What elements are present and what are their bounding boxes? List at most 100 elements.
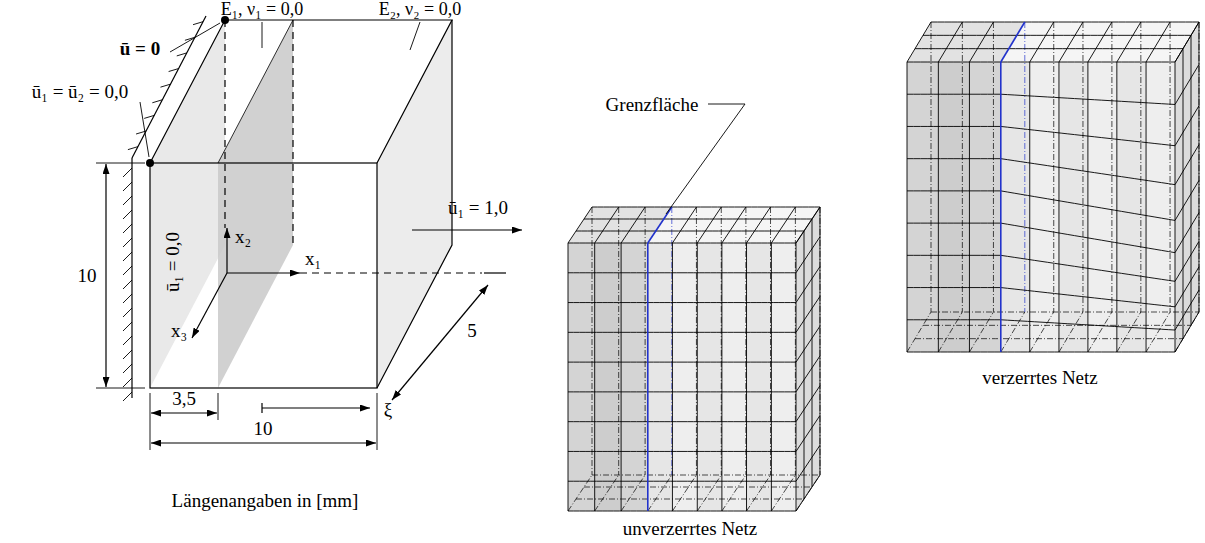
drawing-part — [123, 280, 132, 289]
mesh-line — [969, 62, 970, 352]
hidden-edge — [584, 487, 812, 488]
mesh-line — [1175, 62, 1176, 352]
drawing-part — [377, 393, 378, 450]
drawing-part — [96, 163, 145, 164]
mesh-cell — [938, 288, 969, 320]
hidden-edge — [568, 475, 592, 511]
mesh-cell — [568, 332, 595, 362]
mesh-cell — [771, 273, 796, 303]
mesh-line — [648, 207, 672, 243]
mesh-cell — [1030, 291, 1059, 323]
mesh-cell — [621, 422, 648, 452]
mesh-cell — [568, 362, 595, 392]
drawing-part — [123, 266, 132, 275]
mesh-cell — [595, 332, 621, 362]
subfigure-caption: verzerrtes Netz — [982, 368, 1098, 387]
mesh-cell — [1030, 321, 1059, 352]
mesh-cell — [1001, 94, 1030, 129]
mesh-line — [576, 231, 804, 232]
mesh-line — [907, 22, 931, 62]
mesh-cell — [1030, 228, 1059, 264]
mesh-cell — [672, 481, 697, 511]
boundary-condition: ū = 0 — [120, 39, 160, 58]
mesh-cell — [1088, 206, 1117, 243]
mesh-line — [969, 22, 993, 62]
hidden-edge — [1030, 312, 1054, 352]
distorted-mesh — [907, 22, 1199, 352]
mesh-cell — [672, 243, 697, 273]
mesh-line — [771, 207, 795, 243]
mesh-cell — [1117, 273, 1146, 304]
drawing-part — [131, 158, 132, 398]
drawing-part — [123, 196, 132, 205]
material-label: E₁, ν₁ = 0,0 — [221, 0, 303, 18]
hidden-edge — [820, 207, 821, 475]
mesh-cell — [907, 255, 938, 287]
mesh-cell — [1146, 328, 1175, 352]
mesh-cell — [1117, 327, 1146, 352]
drawing-part — [292, 20, 293, 245]
drawing-part — [412, 229, 522, 230]
mesh-cell — [907, 288, 938, 320]
mesh-cell — [747, 362, 772, 392]
mesh-cell — [672, 392, 697, 422]
drawing-part — [123, 392, 132, 401]
mesh-line — [1175, 312, 1199, 352]
mesh-cell — [1030, 196, 1059, 233]
mesh-line — [621, 207, 645, 243]
hidden-edge — [1175, 312, 1199, 352]
mesh-line — [907, 352, 1175, 353]
mesh-line — [568, 243, 796, 244]
mesh-line — [907, 62, 908, 352]
mesh-line — [697, 207, 721, 243]
drawing-part — [262, 407, 370, 408]
mesh-cell — [969, 159, 1000, 191]
mesh-line — [796, 386, 820, 422]
hidden-edge — [1170, 22, 1171, 312]
mesh-line — [1175, 180, 1199, 220]
axis-label: x₂ — [235, 227, 251, 246]
hidden-edge — [938, 312, 962, 352]
mesh-line — [1175, 241, 1199, 281]
drawing-part — [150, 20, 225, 388]
mesh-cell — [907, 223, 938, 255]
drawing-part — [123, 224, 132, 233]
mesh-cell — [1030, 130, 1059, 168]
undistorted-mesh — [568, 207, 820, 511]
hidden-edge — [923, 325, 1191, 326]
drawing-part — [170, 23, 220, 52]
drawing-part — [227, 272, 300, 273]
mesh-line — [804, 231, 805, 499]
mesh-cell — [771, 392, 796, 422]
mesh-cell — [1088, 238, 1117, 273]
hidden-edge — [931, 22, 932, 312]
hidden-edge — [1024, 22, 1025, 312]
mesh-cell — [771, 243, 796, 273]
mesh-cell — [595, 243, 621, 273]
mesh-line — [568, 243, 569, 511]
mesh-line — [796, 207, 820, 243]
drawing-part — [226, 228, 227, 273]
mesh-cell — [969, 94, 1000, 126]
mesh-line — [907, 320, 1175, 330]
mesh-line — [1088, 22, 1112, 62]
mesh-line — [1175, 290, 1199, 330]
drawing-part — [150, 393, 151, 450]
hidden-edge — [592, 207, 593, 475]
mesh-cell — [722, 422, 747, 452]
mesh-line — [746, 243, 747, 511]
mesh-line — [1183, 49, 1184, 339]
drawing-part — [377, 20, 452, 388]
mesh-line — [796, 267, 820, 303]
coordinate-label: ξ — [384, 400, 392, 419]
drawing-part — [123, 168, 132, 177]
mesh-cell — [621, 273, 648, 303]
mesh-cell — [1059, 133, 1088, 172]
mesh-cell — [1030, 62, 1059, 98]
drawing-part — [484, 272, 506, 273]
mesh-cell — [672, 422, 697, 452]
mesh-cell — [648, 422, 673, 452]
mesh-cell — [568, 422, 595, 452]
drawing-part — [146, 159, 154, 167]
mesh-line — [796, 207, 820, 243]
